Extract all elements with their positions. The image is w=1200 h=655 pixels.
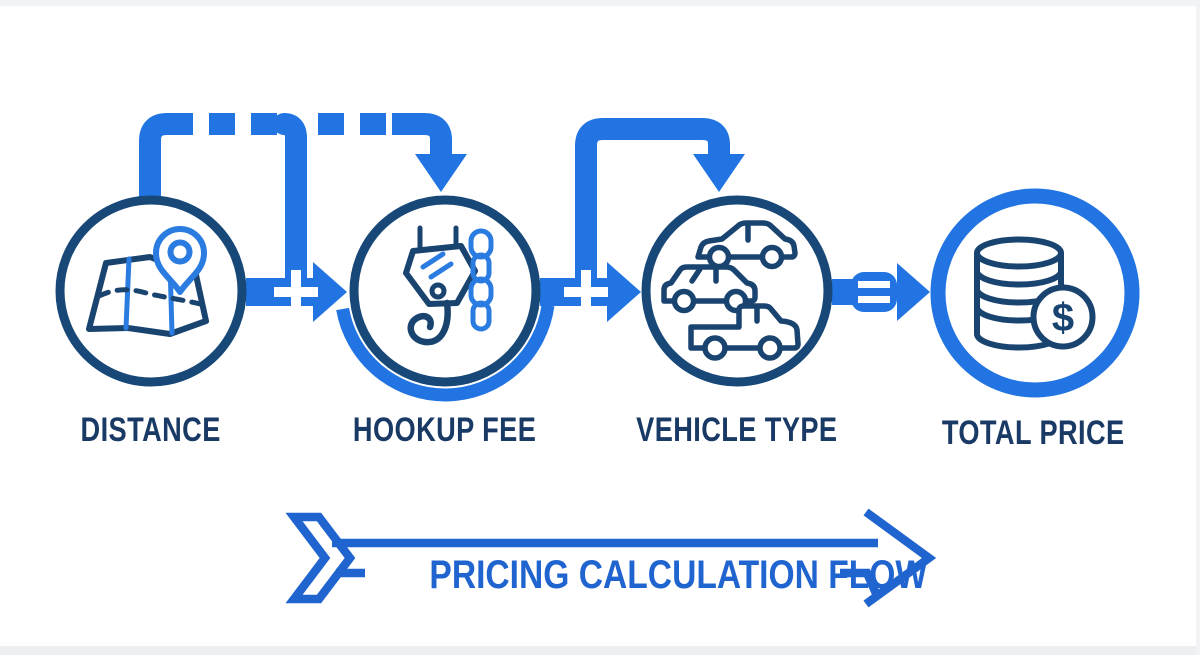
pickup-truck-icon [688,303,801,361]
node-vehicle-type [641,195,833,387]
arrow-down-icon [415,154,467,192]
node-label-hookup-fee: HOOKUP FEE [353,411,537,449]
node-label-distance: DISTANCE [80,411,222,449]
plus-operator-2 [540,262,641,322]
total-price-ring [930,188,1140,398]
arrow-right-icon [897,263,930,321]
equals-operator [832,263,930,321]
suv-icon [661,264,758,314]
banner-arrowhead-icon [863,508,937,608]
node-hookup-fee [349,195,541,387]
node-label-total-price: TOTAL PRICE [941,414,1125,452]
plus-operator-1 [246,262,347,322]
chain-icon [468,228,494,332]
connector-hookup-to-vehicle [575,118,745,305]
arrow-right-icon [313,262,347,322]
node-distance [55,195,247,387]
equals-icon [858,296,890,303]
connector-distance-to-hookup [139,113,467,305]
tow-hook-icon [403,225,478,346]
arrow-down-icon [693,154,745,192]
top-edge-band [0,0,1200,6]
node-total-price: $ [930,188,1140,398]
hookup-swoosh-arc [336,304,555,402]
right-edge-band [1196,0,1200,655]
bottom-edge-band [0,646,1200,655]
banner-chevron-tail-icon [285,512,356,604]
map-location-icon [86,226,209,337]
banner-label: PRICING CALCULATION FLOW [429,553,928,597]
dollar-badge-icon: $ [1030,284,1096,350]
plus-icon [581,270,591,314]
arrow-right-icon [607,262,641,322]
node-label-vehicle-type: VEHICLE TYPE [636,411,838,449]
sedan-icon [695,220,798,270]
dollar-symbol: $ [1052,296,1074,340]
flow-banner-arrow [285,508,937,608]
banner-right-dash [840,568,882,600]
equals-icon [858,281,890,288]
plus-icon [291,270,301,314]
